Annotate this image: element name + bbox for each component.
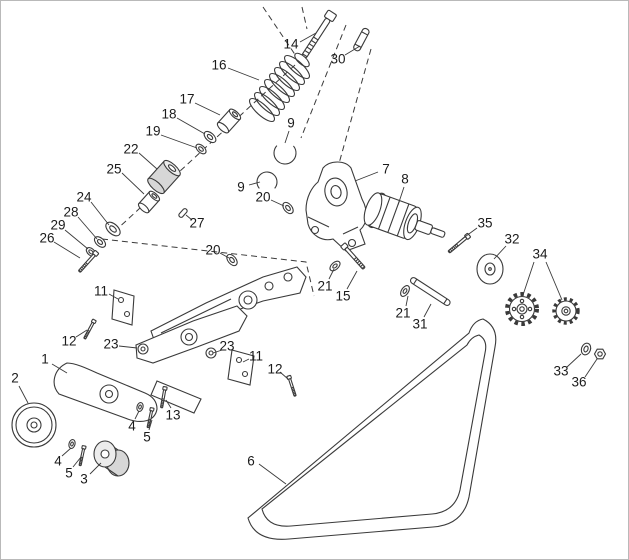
callout-12: 12 bbox=[61, 333, 77, 349]
frame-arm-assembly bbox=[136, 267, 306, 363]
callout-11: 11 bbox=[93, 283, 109, 299]
part-20-washer-lower bbox=[225, 252, 239, 267]
callout-29: 29 bbox=[50, 217, 66, 233]
part-20-washer-upper bbox=[281, 200, 295, 215]
part-32-cover bbox=[477, 254, 503, 284]
callout-20: 20 bbox=[205, 242, 221, 258]
part-31-axle bbox=[409, 276, 451, 306]
callout-17: 17 bbox=[179, 91, 195, 107]
part-3-roller bbox=[94, 441, 129, 476]
part-8-gearmotor bbox=[360, 190, 450, 252]
callout-25: 25 bbox=[106, 161, 122, 177]
part-19-washer bbox=[194, 142, 208, 155]
callout-4: 4 bbox=[128, 418, 136, 434]
callout-18: 18 bbox=[161, 106, 177, 122]
callout-1: 1 bbox=[41, 351, 49, 367]
part-4-washer-mid bbox=[136, 402, 144, 412]
part-16-spring bbox=[246, 51, 312, 125]
callout-26: 26 bbox=[39, 230, 55, 246]
callout-14: 14 bbox=[283, 36, 299, 52]
callout-6: 6 bbox=[247, 453, 255, 469]
callout-21: 21 bbox=[317, 278, 333, 294]
callout-34: 34 bbox=[532, 246, 548, 262]
part-22-roller bbox=[145, 158, 182, 196]
part-23-pin-left bbox=[138, 344, 148, 354]
callout-19: 19 bbox=[145, 123, 161, 139]
callout-31: 31 bbox=[412, 316, 428, 332]
leader-lines bbox=[18, 32, 598, 485]
callout-23: 23 bbox=[219, 338, 235, 354]
part-34-sprocket-small bbox=[552, 297, 580, 325]
part-18-washer bbox=[202, 129, 218, 144]
callout-11: 11 bbox=[248, 348, 264, 364]
part-23-pin-right bbox=[206, 348, 216, 358]
callout-27: 27 bbox=[189, 215, 205, 231]
callout-5: 5 bbox=[143, 429, 151, 445]
part-27-pin bbox=[178, 208, 188, 218]
callout-5: 5 bbox=[65, 465, 73, 481]
callout-24: 24 bbox=[76, 189, 92, 205]
callout-22: 22 bbox=[123, 141, 139, 157]
part-34-sprocket-large bbox=[505, 292, 539, 326]
part-9-clip-lower bbox=[253, 168, 281, 196]
callout-2: 2 bbox=[11, 370, 19, 386]
callout-9: 9 bbox=[287, 115, 295, 131]
callout-28: 28 bbox=[63, 204, 79, 220]
callout-8: 8 bbox=[401, 171, 409, 187]
callout-13: 13 bbox=[165, 407, 181, 423]
callout-32: 32 bbox=[504, 231, 520, 247]
part-24-washer bbox=[103, 220, 122, 239]
part-11-plate-right bbox=[228, 350, 254, 385]
part-7-bracket bbox=[306, 162, 366, 251]
callout-33: 33 bbox=[553, 363, 569, 379]
part-6-belt bbox=[248, 319, 496, 539]
callout-15: 15 bbox=[335, 288, 351, 304]
callout-23: 23 bbox=[103, 336, 119, 352]
part-30-pin bbox=[353, 27, 370, 51]
part-2-wheel bbox=[12, 403, 56, 447]
part-21-washer-lower bbox=[399, 284, 411, 298]
callout-30: 30 bbox=[330, 51, 346, 67]
part-9-clip-upper bbox=[270, 138, 301, 169]
callout-35: 35 bbox=[477, 215, 493, 231]
callout-12: 12 bbox=[267, 361, 283, 377]
callout-4: 4 bbox=[54, 453, 62, 469]
part-28-washer bbox=[92, 235, 107, 250]
callout-20: 20 bbox=[255, 189, 271, 205]
part-17-bushing bbox=[216, 107, 242, 134]
callout-21: 21 bbox=[395, 305, 411, 321]
callout-7: 7 bbox=[382, 161, 390, 177]
part-25-bushing bbox=[137, 190, 161, 215]
part-21-washer-upper bbox=[328, 259, 342, 272]
part-33-washer bbox=[580, 342, 593, 356]
callout-9: 9 bbox=[237, 179, 245, 195]
callout-36: 36 bbox=[571, 374, 587, 390]
part-36-nut bbox=[595, 349, 606, 359]
callout-3: 3 bbox=[80, 471, 88, 487]
callout-16: 16 bbox=[211, 57, 227, 73]
